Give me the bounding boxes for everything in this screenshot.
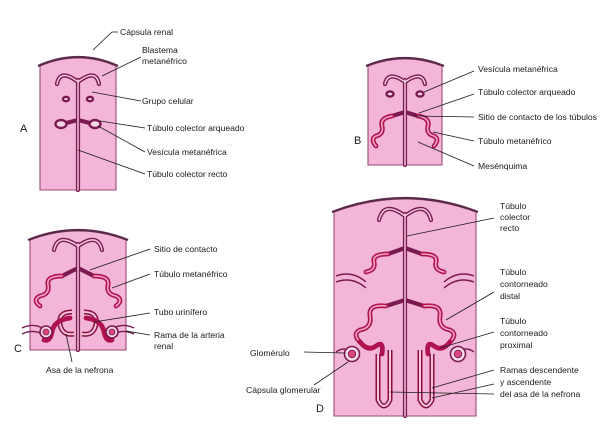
panel-c-letter: C	[14, 343, 22, 355]
label-tubulo-colector-arqueado-a: Túbulo colector arqueado	[147, 123, 245, 133]
label-contorneado-distal-line1: Túbulo	[500, 267, 526, 277]
label-grupo-celular: Grupo celular	[142, 96, 194, 106]
label-ramas-line3: del asa de la nefrona	[500, 389, 580, 399]
leader-line	[406, 217, 495, 237]
panel-d-metanephric-tubules	[363, 251, 447, 275]
leader-line	[89, 248, 151, 271]
panel-d-distal-tubules	[353, 303, 457, 345]
panel-a: A Cápsula renal Blastema metanéfrico Gru…	[20, 27, 245, 193]
leader-line	[93, 312, 151, 323]
leader-line	[414, 115, 475, 118]
label-rama-arteria-line2: renal	[154, 341, 173, 351]
label-blastema-line2: metanéfrico	[142, 56, 187, 66]
panel-d-glomeruli	[343, 345, 467, 363]
panel-a-collecting-duct	[54, 73, 102, 193]
label-contorneado-proximal-line2: contorneado	[500, 328, 548, 338]
label-tubulo-metanefrico-c: Túbulo metanéfrico	[154, 269, 228, 279]
leader-line	[439, 331, 495, 349]
panel-c: C Sitio de contacto Túbulo metanéfrico T…	[14, 228, 228, 375]
leader-line	[99, 120, 146, 129]
panel-c-renal-artery	[21, 324, 135, 339]
leader-line	[418, 93, 475, 114]
panel-a-vesicles	[54, 95, 102, 130]
label-vesicula-metanefrica-b: Vesícula metanéfrica	[478, 64, 558, 74]
label-contorneado-proximal-line1: Túbulo	[500, 316, 526, 326]
panel-b-metanephric-tubules	[370, 113, 440, 149]
panel-a-letter: A	[20, 123, 28, 135]
leader-line	[92, 31, 118, 51]
leader-line	[77, 149, 146, 175]
leader-line	[423, 70, 475, 93]
label-contorneado-proximal-line3: proximal	[500, 340, 533, 350]
label-ramas-line2: y ascendente	[500, 377, 551, 387]
label-tubulo-colector-line3: recto	[500, 223, 519, 233]
leader-line	[389, 369, 495, 399]
label-glomerulo: Glomérulo	[250, 348, 290, 358]
label-contorneado-distal-line3: distal	[500, 291, 520, 301]
leader-line	[432, 131, 475, 142]
label-vesicula-metanefrica-a: Vesícula metanéfrica	[147, 147, 227, 157]
leader-line	[417, 141, 475, 167]
panel-c-collecting-duct	[51, 237, 105, 353]
panel-d-letter: D	[316, 403, 324, 415]
label-ramas-line1: Ramas descendente	[500, 365, 579, 375]
leader-line	[111, 273, 151, 289]
panel-d: D Túbulo colector recto Túbulo contornea…	[246, 196, 580, 419]
leader-line	[313, 361, 349, 386]
label-tubulo-colector-arqueado-b: Túbulo colector arqueado	[478, 87, 576, 97]
panel-b-letter: B	[354, 135, 361, 147]
label-tubo-urinifero: Tubo urinífero	[154, 307, 207, 317]
leader-line	[91, 91, 142, 102]
leader-line	[445, 291, 495, 321]
leader-line	[65, 333, 73, 363]
label-tubulo-metanefrico-b: Túbulo metanéfrico	[478, 136, 552, 146]
panel-b-vesicles	[385, 90, 425, 98]
panel-d-collecting-duct	[376, 206, 434, 419]
label-tubulo-colector-recto-a: Túbulo colector recto	[147, 169, 227, 179]
label-rama-arteria-line1: Rama de la arteria	[154, 330, 225, 340]
leader-line	[97, 125, 146, 153]
label-tubulo-colector-line1: Túbulo	[500, 201, 526, 211]
label-sitio-contacto: Sitio de contacto	[154, 244, 218, 254]
panel-b: B Vesícula metanéfrica Túbulo colector a…	[354, 56, 597, 171]
leader-line	[303, 351, 346, 354]
label-asa-nefrona: Asa de la nefrona	[46, 365, 114, 375]
label-sitio-contacto-tubulos: Sitio de contacto de los túbulos	[478, 112, 597, 122]
panel-c-metanephric-tubules	[33, 273, 123, 309]
label-mesenquima: Mesénquima	[478, 161, 527, 171]
label-capsula-renal: Cápsula renal	[120, 27, 173, 37]
label-contorneado-distal-line2: contorneado	[500, 279, 548, 289]
panel-d-nephron-loops	[375, 350, 435, 409]
label-capsula-glomerular: Cápsula glomerular	[246, 385, 321, 395]
label-tubulo-colector-line2: colector	[500, 212, 530, 222]
panel-b-collecting-duct	[382, 74, 428, 168]
leader-line	[101, 56, 142, 77]
label-blastema-line1: Blastema	[142, 45, 178, 55]
leader-line	[125, 330, 151, 336]
